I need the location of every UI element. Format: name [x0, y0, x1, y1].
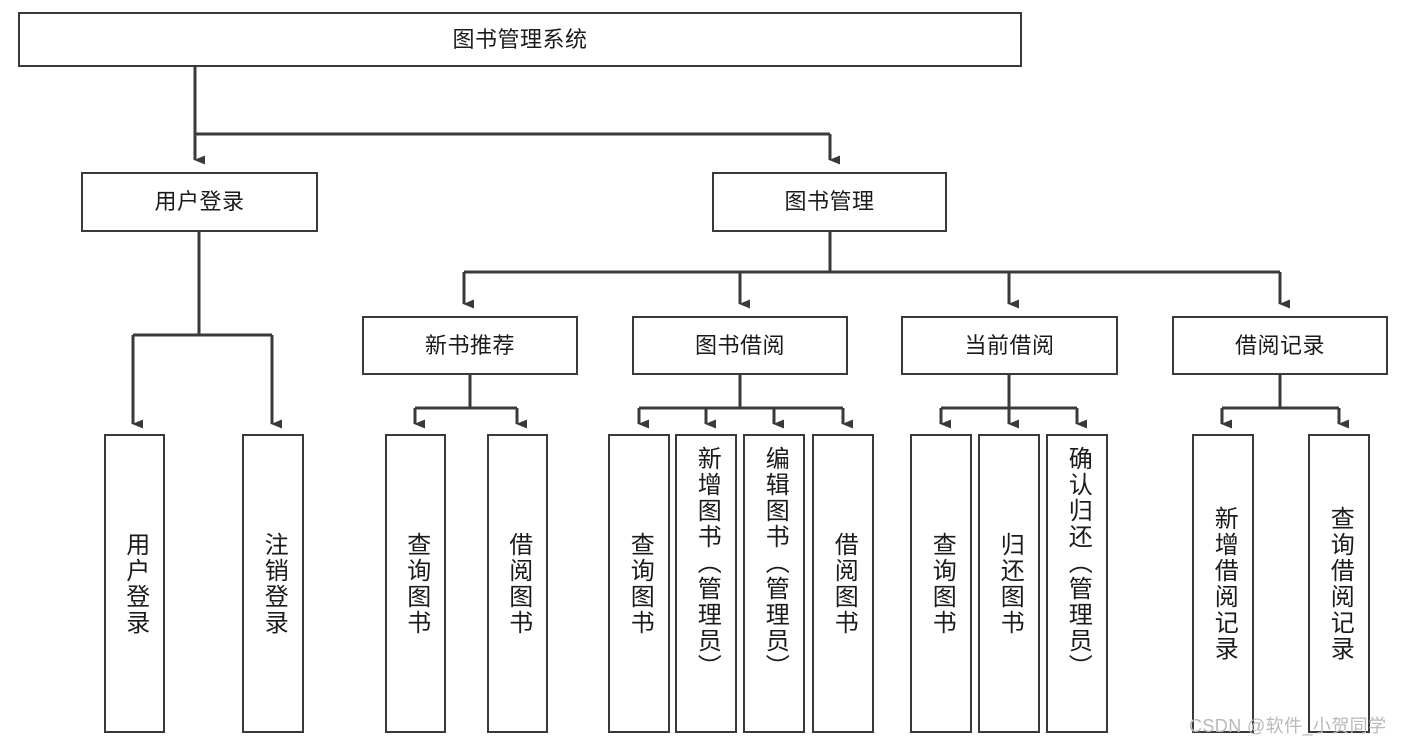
- node-leaf-query-book-newbook[interactable]: 查询图书: [385, 434, 446, 733]
- node-leaf-add-book-admin-label: 新增图书（管理员）: [693, 446, 721, 680]
- node-leaf-query-borrow-record[interactable]: 查询借阅记录: [1308, 434, 1370, 733]
- node-leaf-query-book-borrow-label: 查询图书: [626, 531, 654, 636]
- node-user-login-label: 用户登录: [154, 189, 245, 215]
- node-leaf-query-book-current-label: 查询图书: [928, 531, 956, 636]
- node-root[interactable]: 图书管理系统: [18, 12, 1022, 67]
- node-current-borrow[interactable]: 当前借阅: [901, 316, 1118, 375]
- node-leaf-add-borrow-record[interactable]: 新增借阅记录: [1192, 434, 1254, 733]
- node-leaf-edit-book-admin[interactable]: 编辑图书（管理员）: [743, 434, 805, 733]
- node-leaf-user-login-label: 用户登录: [121, 531, 149, 636]
- node-book-borrow[interactable]: 图书借阅: [632, 316, 848, 375]
- node-leaf-query-book-current[interactable]: 查询图书: [910, 434, 972, 733]
- node-leaf-query-borrow-record-label: 查询借阅记录: [1326, 505, 1354, 662]
- node-leaf-borrow-book-label: 借阅图书: [830, 531, 858, 636]
- node-leaf-confirm-return-admin-label: 确认归还（管理员）: [1064, 446, 1092, 680]
- node-leaf-borrow-book-newbook[interactable]: 借阅图书: [487, 434, 548, 733]
- node-leaf-borrow-book[interactable]: 借阅图书: [812, 434, 874, 733]
- node-leaf-logout-label: 注销登录: [260, 531, 288, 636]
- node-borrow-record[interactable]: 借阅记录: [1172, 316, 1388, 375]
- node-leaf-edit-book-admin-label: 编辑图书（管理员）: [761, 446, 789, 680]
- node-book-management[interactable]: 图书管理: [712, 172, 947, 232]
- node-borrow-record-label: 借阅记录: [1234, 332, 1325, 358]
- node-new-book-recommend[interactable]: 新书推荐: [362, 316, 578, 375]
- node-leaf-confirm-return-admin[interactable]: 确认归还（管理员）: [1046, 434, 1108, 733]
- node-leaf-query-book-borrow[interactable]: 查询图书: [608, 434, 670, 733]
- node-root-label: 图书管理系统: [452, 26, 588, 52]
- node-leaf-return-book-label: 归还图书: [996, 531, 1024, 636]
- node-new-book-recommend-label: 新书推荐: [424, 332, 515, 358]
- node-book-management-label: 图书管理: [784, 189, 875, 215]
- node-leaf-return-book[interactable]: 归还图书: [978, 434, 1040, 733]
- node-leaf-query-book-newbook-label: 查询图书: [402, 531, 430, 636]
- node-leaf-user-login[interactable]: 用户登录: [104, 434, 165, 733]
- node-user-login[interactable]: 用户登录: [81, 172, 318, 232]
- node-current-borrow-label: 当前借阅: [964, 332, 1055, 358]
- watermark-text: CSDN @软件_小贺同学: [1189, 716, 1387, 736]
- node-leaf-borrow-book-newbook-label: 借阅图书: [504, 531, 532, 636]
- node-leaf-add-book-admin[interactable]: 新增图书（管理员）: [675, 434, 737, 733]
- node-leaf-add-borrow-record-label: 新增借阅记录: [1210, 505, 1238, 662]
- node-leaf-logout[interactable]: 注销登录: [242, 434, 304, 733]
- node-book-borrow-label: 图书借阅: [694, 332, 785, 358]
